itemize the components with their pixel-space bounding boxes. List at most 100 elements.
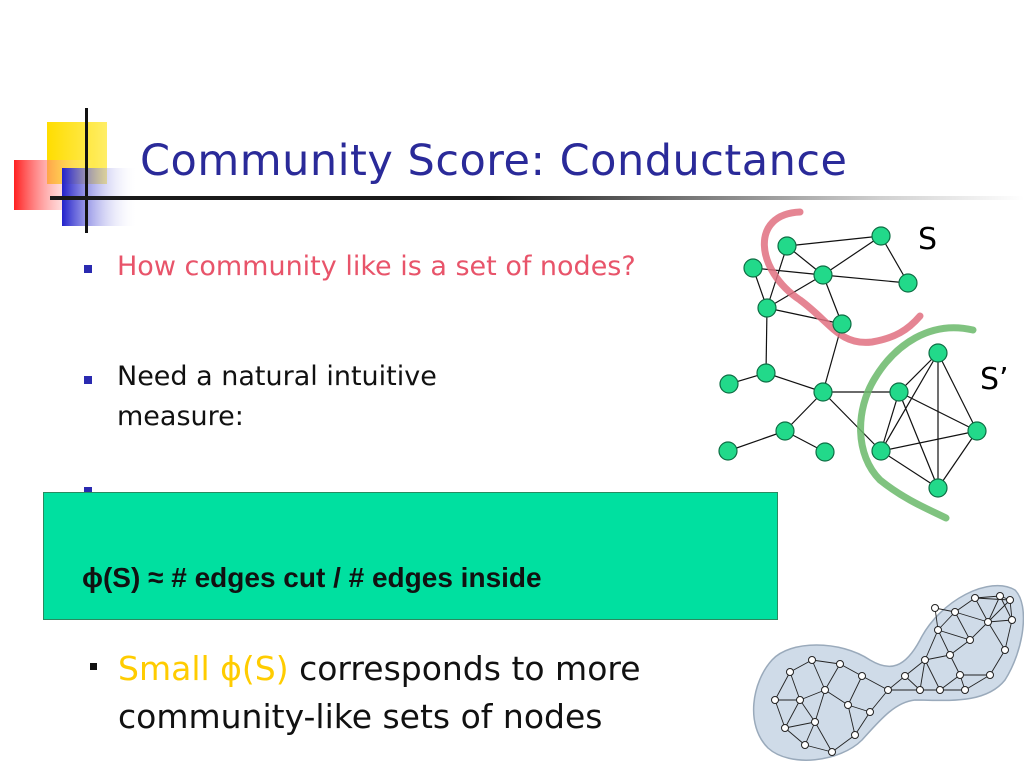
community-node bbox=[946, 651, 954, 659]
community-node bbox=[844, 701, 852, 709]
community-node bbox=[866, 708, 874, 716]
community-edge bbox=[964, 674, 991, 691]
community-node bbox=[884, 686, 892, 694]
community-edge bbox=[847, 675, 863, 706]
community-node bbox=[951, 608, 959, 616]
community-node bbox=[796, 696, 804, 704]
community-edge bbox=[999, 595, 1013, 621]
bullet-marker bbox=[84, 265, 92, 273]
formula-box bbox=[43, 492, 778, 620]
bullet-community-question: How community like is a set of nodes? bbox=[117, 251, 636, 282]
bullet-natural-measure: Need a natural intuitive measure: bbox=[117, 361, 437, 432]
cut-curve-s-prime bbox=[857, 324, 977, 522]
bullet-small-conductance: Small ϕ(S) corresponds to more community… bbox=[118, 645, 738, 741]
community-edge bbox=[974, 595, 1001, 599]
cut-curve-s bbox=[760, 208, 924, 346]
community-blob bbox=[752, 584, 1024, 761]
community-edge bbox=[811, 659, 826, 691]
community-node bbox=[934, 626, 942, 634]
community-edge bbox=[904, 659, 926, 677]
community-node bbox=[836, 660, 844, 668]
community-node bbox=[901, 672, 909, 680]
community-edge bbox=[799, 689, 826, 701]
community-edge bbox=[924, 654, 951, 661]
community-edge bbox=[831, 734, 856, 753]
title-decoration bbox=[14, 108, 138, 233]
community-edges bbox=[774, 595, 1013, 753]
community-edge bbox=[847, 704, 856, 736]
community-edge bbox=[919, 659, 926, 691]
community-node bbox=[986, 671, 994, 679]
community-edge bbox=[937, 611, 956, 631]
community-edge bbox=[987, 619, 1013, 623]
community-node bbox=[971, 594, 979, 602]
community-edge bbox=[869, 689, 889, 713]
community-edge bbox=[804, 721, 816, 746]
small-phi-rest: corresponds to more community-like sets … bbox=[118, 649, 641, 736]
community-edge bbox=[974, 597, 1011, 601]
community-edge bbox=[789, 659, 813, 673]
community-edge bbox=[924, 659, 941, 691]
community-edge bbox=[949, 639, 971, 656]
community-node bbox=[1006, 596, 1014, 604]
community-edge bbox=[789, 671, 801, 701]
community-node bbox=[956, 671, 964, 679]
community-node bbox=[916, 686, 924, 694]
community-edge bbox=[939, 674, 961, 691]
community-node bbox=[828, 748, 836, 756]
community-edge bbox=[774, 699, 786, 729]
network-graph bbox=[718, 208, 987, 522]
community-edge bbox=[854, 711, 871, 736]
conductance-formula: ϕ(S) ≈ # edges cut / # edges inside bbox=[82, 562, 542, 593]
community-edge bbox=[974, 597, 989, 623]
community-node bbox=[1001, 646, 1009, 654]
community-edge bbox=[824, 689, 849, 706]
community-edge bbox=[861, 675, 889, 691]
community-node bbox=[808, 656, 816, 664]
community-node bbox=[858, 672, 866, 680]
small-phi-highlight: Small ϕ(S) bbox=[118, 649, 289, 688]
bullet-marker bbox=[84, 376, 92, 384]
community-node bbox=[931, 604, 939, 612]
community-edge bbox=[924, 629, 939, 661]
community-node bbox=[771, 696, 779, 704]
community-edge bbox=[969, 621, 989, 641]
bullet-marker bbox=[90, 663, 97, 670]
community-edge bbox=[784, 721, 816, 729]
title-underline bbox=[50, 196, 1024, 200]
community-edge bbox=[804, 744, 833, 753]
community-edge bbox=[799, 699, 816, 723]
community-node bbox=[851, 731, 859, 739]
two-community-graph bbox=[752, 584, 1024, 761]
community-edge bbox=[937, 629, 951, 656]
slide-title: Community Score: Conductance bbox=[140, 136, 848, 186]
community-node bbox=[801, 741, 809, 749]
community-node bbox=[1008, 616, 1016, 624]
community-edge bbox=[784, 699, 801, 729]
bullet-marker bbox=[84, 487, 92, 495]
community-node bbox=[821, 686, 829, 694]
community-node bbox=[786, 668, 794, 676]
community-node bbox=[966, 636, 974, 644]
community-edge bbox=[989, 649, 1006, 676]
community-edge bbox=[774, 671, 791, 701]
community-edge bbox=[814, 721, 833, 753]
community-edge bbox=[784, 727, 806, 746]
community-edge bbox=[937, 629, 971, 641]
community-edge bbox=[839, 663, 863, 677]
label-set-s: S bbox=[918, 222, 938, 257]
community-edge bbox=[811, 659, 841, 665]
label-set-s-prime: S’ bbox=[980, 362, 1009, 397]
community-edge bbox=[824, 663, 841, 691]
community-edge bbox=[987, 621, 1006, 651]
community-edge bbox=[1004, 619, 1013, 651]
community-edge bbox=[987, 599, 1011, 623]
community-edge bbox=[987, 595, 1001, 623]
community-node bbox=[811, 718, 819, 726]
community-node bbox=[921, 656, 929, 664]
community-node bbox=[996, 592, 1004, 600]
graph-nodes bbox=[718, 226, 987, 498]
community-nodes bbox=[771, 592, 1016, 756]
community-edge bbox=[954, 597, 976, 613]
community-node bbox=[961, 686, 969, 694]
